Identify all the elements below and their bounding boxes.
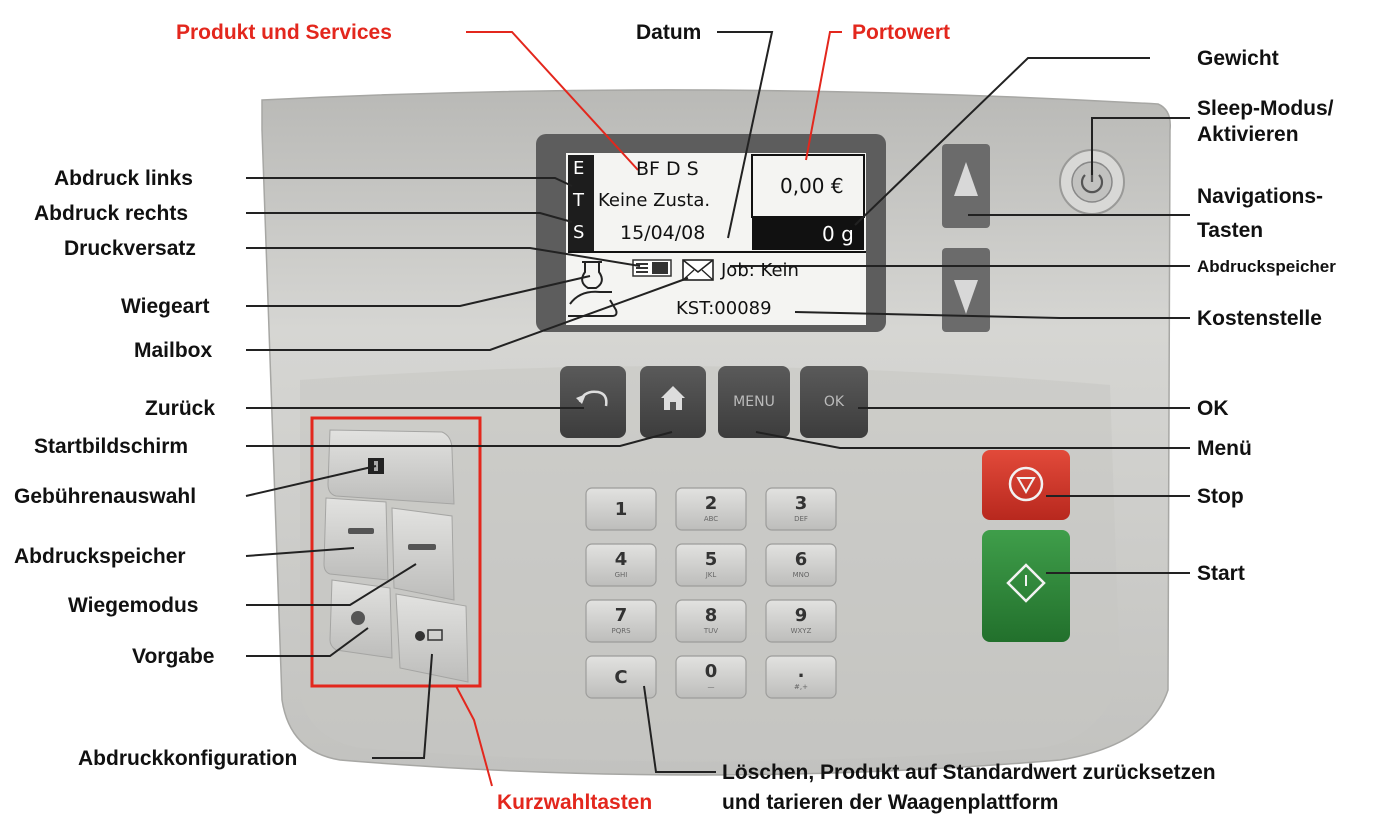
label-navigation-line2: Tasten xyxy=(1197,219,1264,242)
keypad-key-digit: 8 xyxy=(704,605,718,626)
keypad-key[interactable]: C xyxy=(586,656,656,698)
ok-button[interactable]: OK xyxy=(800,366,868,438)
label-vorgabe: Vorgabe xyxy=(132,645,215,668)
keypad-key-digit: 0 xyxy=(704,661,718,682)
keypad-key-digit: 3 xyxy=(794,493,808,514)
screen-product: BF D S xyxy=(636,158,699,180)
print-config-key[interactable] xyxy=(396,598,468,678)
screen-date: 15/04/08 xyxy=(620,222,706,244)
nav-up-key[interactable] xyxy=(942,144,990,228)
ok-button-label: OK xyxy=(823,394,845,410)
keypad-key-digit: 2 xyxy=(704,493,718,514)
ets-letter-s: S xyxy=(573,222,585,243)
keypad-key-letters: DEF xyxy=(794,515,808,523)
screen-service: Keine Zusta. xyxy=(598,190,711,211)
label-startbildschirm: Startbildschirm xyxy=(34,435,189,458)
screen-job: Job: Kein xyxy=(721,260,799,281)
label-kostenstelle: Kostenstelle xyxy=(1197,307,1322,330)
keypad-key-digit: 5 xyxy=(704,549,718,570)
label-sleep-line2: Aktivieren xyxy=(1197,123,1299,146)
home-button[interactable] xyxy=(640,366,706,438)
screen-postage: 0,00 € xyxy=(780,174,844,198)
keypad-key-digit: C xyxy=(614,667,628,688)
weigh-mode-key[interactable] xyxy=(392,510,454,594)
menu-button[interactable]: MENU xyxy=(718,366,790,438)
scale-icon xyxy=(568,261,618,317)
keypad-key-letters: WXYZ xyxy=(790,627,812,635)
keypad-key-letters: MNO xyxy=(792,571,810,579)
keypad-key-digit: . xyxy=(797,661,805,682)
label-abdruckspeicher-right: Abdruckspeicher xyxy=(1197,257,1336,276)
keypad-key[interactable]: 0— xyxy=(676,656,746,698)
ets-letter-t: T xyxy=(573,190,584,211)
keypad-key-digit: 6 xyxy=(794,549,808,570)
screen-weight: 0 g xyxy=(822,222,854,246)
keypad-key-letters: GHI xyxy=(614,571,628,579)
back-button[interactable] xyxy=(560,366,626,438)
sleep-key[interactable] xyxy=(1060,150,1124,214)
label-datum: Datum xyxy=(636,21,702,44)
start-button[interactable] xyxy=(982,530,1070,642)
label-portowert: Portowert xyxy=(852,21,951,44)
keypad-key-letters: ABC xyxy=(703,515,719,523)
label-loeschen-line2: und tarieren der Waagenplattform xyxy=(722,791,1059,814)
label-stop: Stop xyxy=(1197,485,1244,508)
nav-down-key[interactable] xyxy=(942,248,990,332)
label-produkt-services: Produkt und Services xyxy=(176,21,392,44)
label-menue: Menü xyxy=(1197,437,1252,460)
keypad-key-digit: 1 xyxy=(614,499,628,520)
keypad-key[interactable]: .#,+ xyxy=(766,656,836,698)
ets-letter-e: E xyxy=(573,158,585,179)
menu-button-label: MENU xyxy=(733,394,775,410)
label-wiegemodus: Wiegemodus xyxy=(68,594,199,617)
label-loeschen-line1: Löschen, Produkt auf Standardwert zurück… xyxy=(722,761,1216,784)
label-druckversatz: Druckversatz xyxy=(64,237,196,260)
label-navigation-line1: Navigations- xyxy=(1197,185,1324,208)
keypad-key-letters: #,+ xyxy=(794,683,808,691)
preset-key[interactable] xyxy=(332,582,392,654)
keypad-key-letters: JKL xyxy=(705,571,717,579)
keypad-key-letters: PQRS xyxy=(611,627,631,635)
keypad-key-letters: TUV xyxy=(703,627,719,635)
label-start: Start xyxy=(1197,562,1245,585)
fee-select-key[interactable] xyxy=(330,430,452,500)
keypad-key-digit: 9 xyxy=(794,605,808,626)
label-wiegeart: Wiegeart xyxy=(121,295,210,318)
print-memory-key[interactable] xyxy=(326,500,388,578)
label-abdruck-links: Abdruck links xyxy=(54,167,193,190)
label-gewicht: Gewicht xyxy=(1197,47,1279,70)
screen-cost-center: KST:00089 xyxy=(676,298,772,319)
label-mailbox: Mailbox xyxy=(134,339,213,362)
print-offset-icon xyxy=(632,259,672,277)
label-zurueck: Zurück xyxy=(145,397,216,420)
stop-button[interactable] xyxy=(982,450,1070,520)
label-abdruckspeicher-left: Abdruckspeicher xyxy=(14,545,186,568)
label-kurzwahltasten: Kurzwahltasten xyxy=(497,791,653,814)
keypad-key[interactable]: 1 xyxy=(586,488,656,530)
label-abdruckkonfiguration: Abdruckkonfiguration xyxy=(78,747,298,770)
envelope-icon xyxy=(682,259,714,281)
label-ok: OK xyxy=(1197,397,1229,420)
label-abdruck-rechts: Abdruck rechts xyxy=(34,202,189,225)
keypad-key-digit: 7 xyxy=(614,605,628,626)
keypad-key-digit: 4 xyxy=(614,549,628,570)
label-gebuehrenauswahl: Gebührenauswahl xyxy=(14,485,197,508)
keypad-key-letters: — xyxy=(707,683,715,691)
label-sleep-line1: Sleep-Modus/ xyxy=(1197,97,1334,120)
